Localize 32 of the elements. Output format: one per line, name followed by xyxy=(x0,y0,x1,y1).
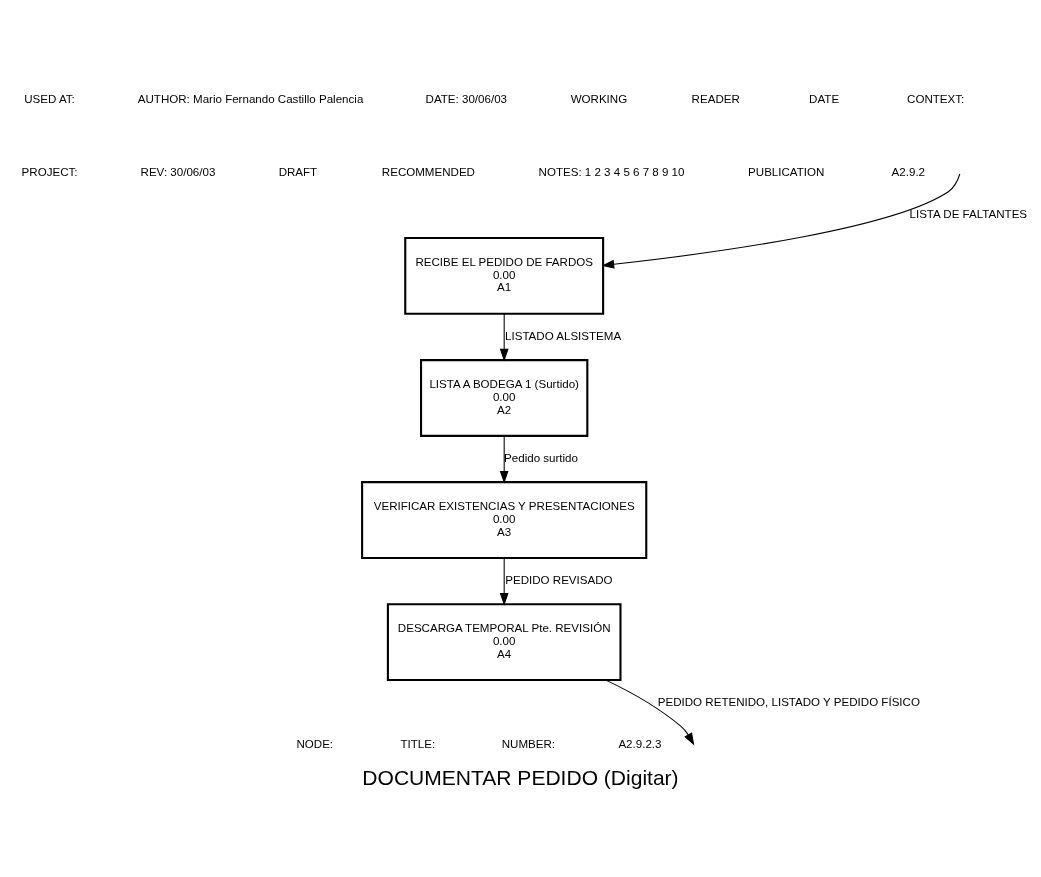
edge-label: PEDIDO RETENIDO, LISTADO Y PEDIDO FÍSICO xyxy=(657,696,920,709)
node-box: VERIFICAR EXISTENCIAS Y PRESENTACIONES 0.00 A3 xyxy=(361,481,648,559)
label: RECOMMENDED xyxy=(381,165,475,178)
label: WORKING xyxy=(570,93,628,106)
label: NUMBER: xyxy=(501,738,556,751)
arrow xyxy=(499,313,509,362)
label: DATE: 30/06/03 xyxy=(425,93,508,106)
label: PROJECT: xyxy=(21,165,78,178)
node-box: LISTA A BODEGA 1 (Surtido) 0.00 A2 xyxy=(420,359,589,437)
label: TITLE: xyxy=(400,738,436,751)
label: PUBLICATION xyxy=(748,165,825,178)
arrow xyxy=(605,679,695,746)
diagram-title: DOCUMENTAR PEDIDO (Digitar) xyxy=(362,766,679,790)
arrow xyxy=(601,173,961,269)
label: AUTHOR: Mario Fernando Castillo Palencia xyxy=(137,93,364,106)
label: DATE xyxy=(809,93,840,106)
label: REV: 30/06/03 xyxy=(140,165,216,178)
label: DRAFT xyxy=(278,165,318,178)
edge-label: LISTA DE FALTANTES xyxy=(909,207,1028,220)
edge-label: LISTADO ALSISTEMA xyxy=(505,329,622,342)
arrow xyxy=(499,557,509,606)
edge-label: PEDIDO REVISADO xyxy=(505,574,613,587)
label: NODE: xyxy=(296,738,334,751)
edge-label: Pedido surtido xyxy=(504,451,578,464)
label: USED AT: xyxy=(24,93,75,106)
label: NOTES: 1 2 3 4 5 6 7 8 9 10 xyxy=(538,165,685,178)
node-box: DESCARGA TEMPORAL Pte. REVISIÓN 0.00 A4 xyxy=(386,603,622,682)
label: CONTEXT: xyxy=(907,93,965,106)
node-box: RECIBE EL PEDIDO DE FARDOS 0.00 A1 xyxy=(404,236,605,315)
label: READER xyxy=(691,93,740,106)
label: A2.9.2 xyxy=(891,165,926,178)
label: A2.9.2.3 xyxy=(618,738,662,751)
